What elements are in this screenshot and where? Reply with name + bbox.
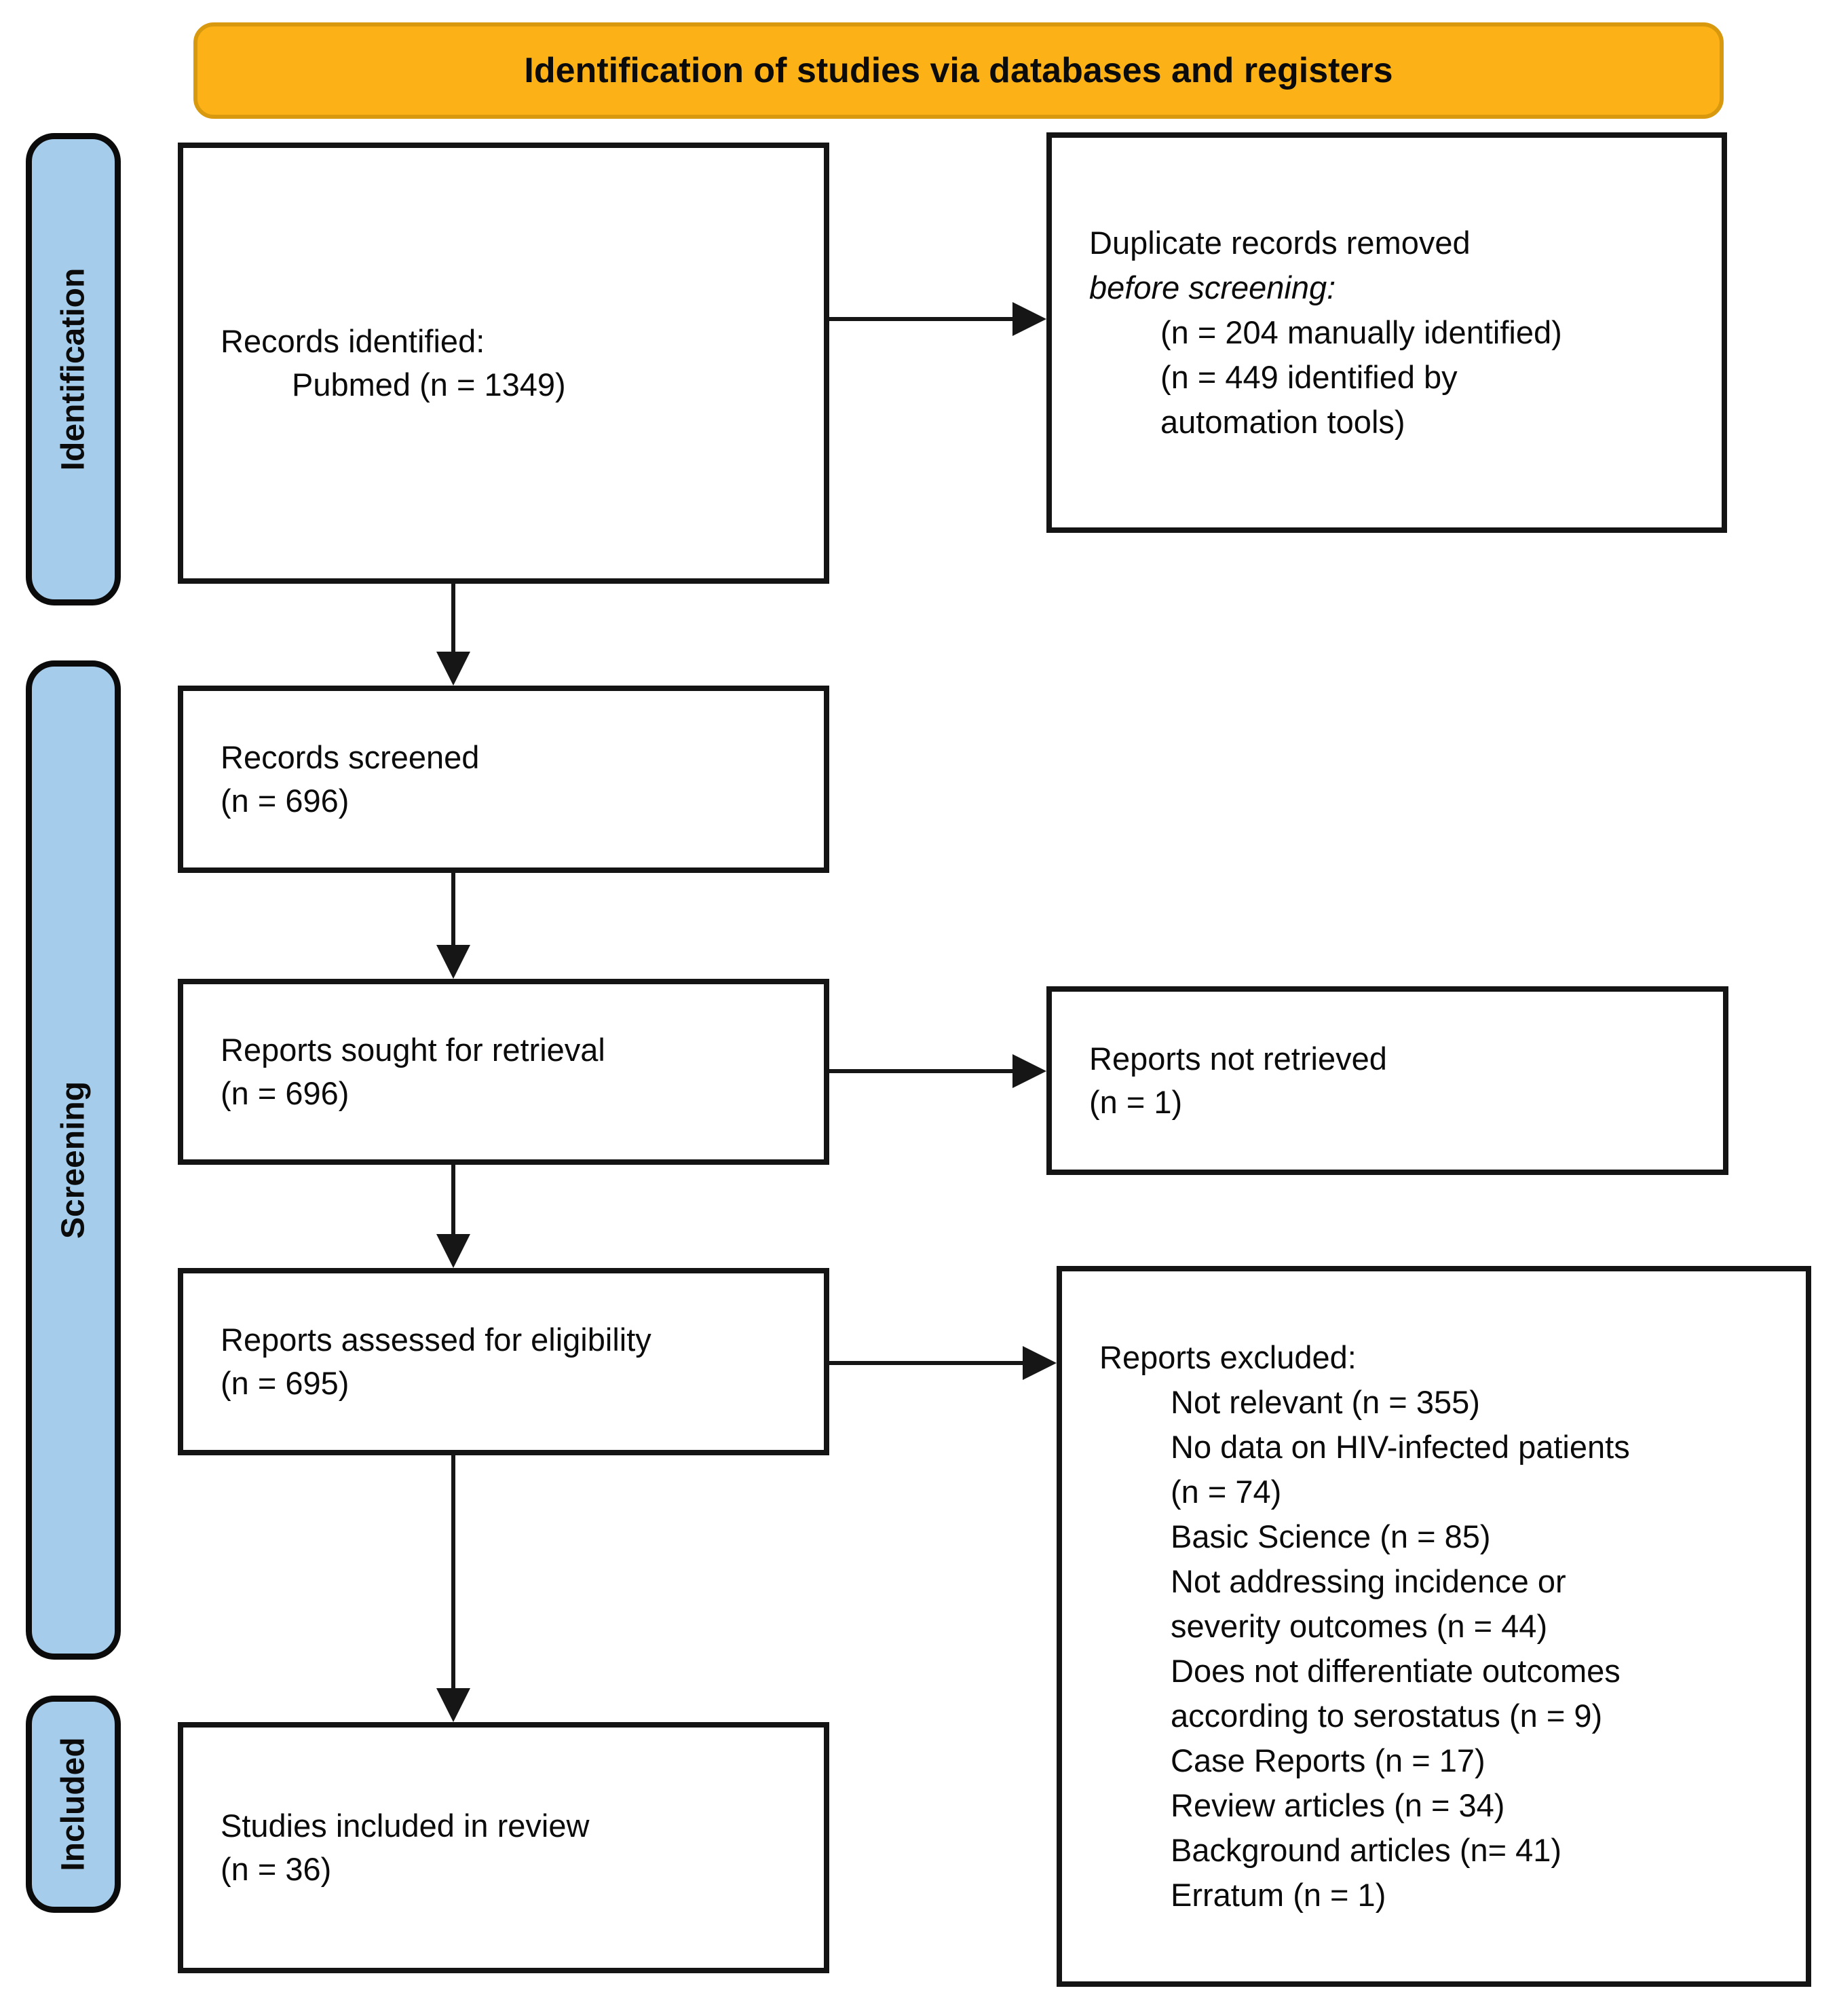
arrow-identified-to-duplicates-head [1012, 302, 1046, 336]
arrow-sought-to-assessed-line [451, 1165, 455, 1234]
text-line: Pubmed (n = 1349) [292, 367, 566, 403]
text-line: Does not differentiate outcomes [1171, 1653, 1621, 1689]
box-records-screened: Records screened (n = 696) [178, 686, 829, 873]
arrow-assessed-to-excluded-head [1023, 1346, 1057, 1380]
text-line: Not addressing incidence or [1171, 1563, 1566, 1599]
arrow-assessed-to-excluded-line [829, 1361, 1023, 1365]
text-line: (n = 74) [1171, 1474, 1282, 1510]
text-line: (n = 696) [221, 783, 349, 819]
box-duplicate-records-removed: Duplicate records removed before screeni… [1046, 132, 1727, 533]
text-line: (n = 696) [221, 1075, 349, 1111]
text-line: Reports not retrieved [1089, 1041, 1387, 1077]
text-line: Background articles (n= 41) [1171, 1832, 1562, 1868]
text-line: before screening: [1089, 269, 1336, 305]
arrow-identified-to-duplicates-line [829, 317, 1012, 321]
box-reports-sought-for-retrieval: Reports sought for retrieval (n = 696) [178, 979, 829, 1165]
text-line: Not relevant (n = 355) [1171, 1384, 1480, 1420]
arrow-sought-to-not-retrieved-head [1012, 1054, 1046, 1088]
text-line: Records screened [221, 739, 480, 775]
arrow-sought-to-not-retrieved-line [829, 1069, 1012, 1073]
arrow-sought-to-assessed-head [436, 1234, 470, 1268]
stage-label-identification-text: Identification [55, 267, 92, 471]
arrow-assessed-to-included-line [451, 1454, 455, 1688]
text-line: (n = 204 manually identified) [1160, 314, 1562, 350]
text-line: Reports assessed for eligibility [221, 1322, 651, 1358]
text-line: severity outcomes (n = 44) [1171, 1608, 1548, 1644]
text-line: Studies included in review [221, 1808, 590, 1844]
text-line: Records identified: [221, 323, 485, 359]
stage-label-identification: Identification [26, 133, 121, 605]
text-line: Duplicate records removed [1089, 225, 1471, 261]
stage-label-included: Included [26, 1696, 121, 1913]
stage-label-included-text: Included [55, 1737, 92, 1871]
arrow-screened-to-sought-line [451, 872, 455, 946]
box-studies-included-in-review: Studies included in review (n = 36) [178, 1722, 829, 1973]
box-reports-not-retrieved: Reports not retrieved (n = 1) [1046, 986, 1728, 1175]
box-records-identified: Records identified: Pubmed (n = 1349) [178, 143, 829, 584]
arrow-screened-to-sought-head [436, 945, 470, 979]
arrow-identified-to-screened-head [436, 652, 470, 686]
text-line: (n = 36) [221, 1851, 332, 1887]
text-line: No data on HIV-infected patients [1171, 1429, 1630, 1465]
text-line: Erratum (n = 1) [1171, 1877, 1386, 1913]
text-line: (n = 1) [1089, 1084, 1183, 1120]
text-line: (n = 695) [221, 1365, 349, 1401]
text-line: automation tools) [1160, 404, 1405, 440]
stage-label-screening: Screening [26, 660, 121, 1660]
stage-label-screening-text: Screening [55, 1081, 92, 1239]
box-reports-excluded: Reports excluded: Not relevant (n = 355)… [1057, 1266, 1811, 1987]
arrow-identified-to-screened-line [451, 582, 455, 653]
text-line: Case Reports (n = 17) [1171, 1742, 1485, 1778]
text-line: (n = 449 identified by [1160, 359, 1458, 395]
text-line: Reports excluded: [1099, 1339, 1357, 1375]
arrow-assessed-to-included-head [436, 1688, 470, 1722]
text-line: according to serostatus (n = 9) [1171, 1698, 1603, 1734]
text-line: Basic Science (n = 85) [1171, 1518, 1491, 1554]
text-line: Reports sought for retrieval [221, 1032, 605, 1068]
banner: Identification of studies via databases … [193, 22, 1724, 119]
text-line: Review articles (n = 34) [1171, 1787, 1505, 1823]
banner-title: Identification of studies via databases … [524, 51, 1393, 90]
box-reports-assessed-for-eligibility: Reports assessed for eligibility (n = 69… [178, 1268, 829, 1455]
